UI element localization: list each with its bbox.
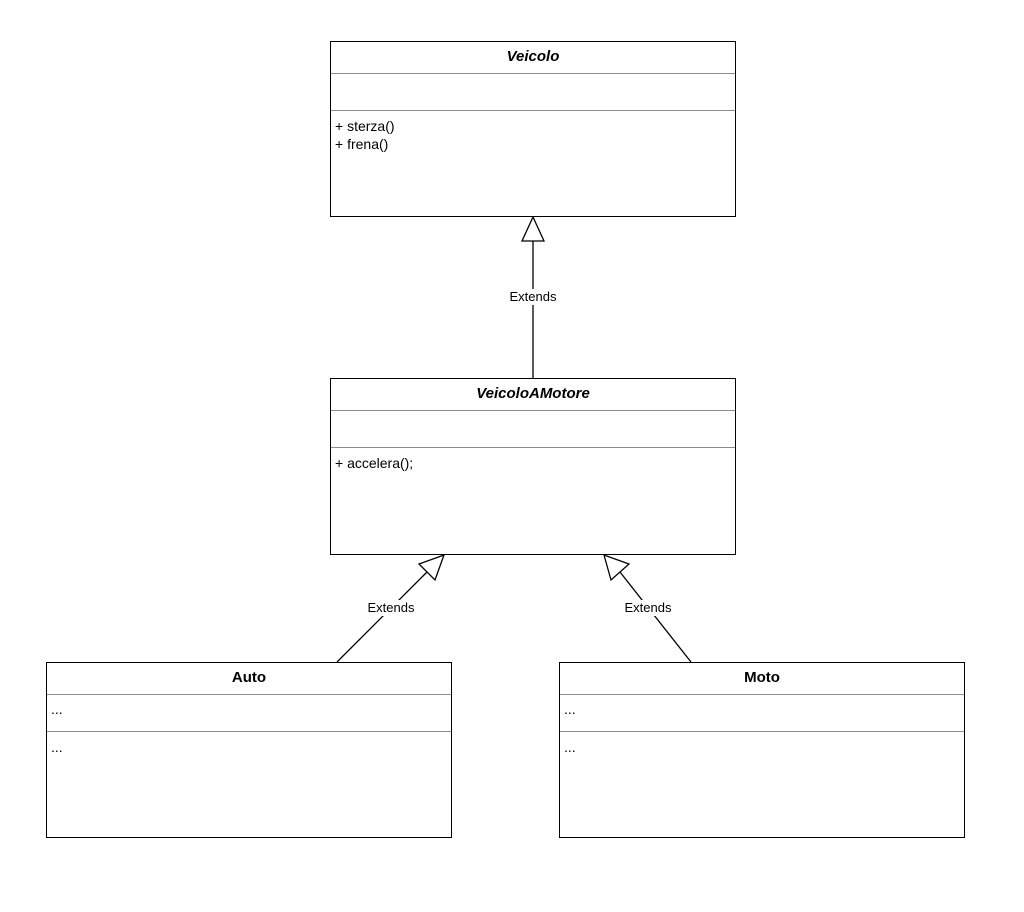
edge-auto-to-veicoloamotore[interactable] — [336, 553, 446, 663]
edge-veicoloamotore-to-veicolo[interactable] — [520, 215, 546, 378]
edge-label-extends: Extends — [622, 600, 674, 616]
class-box-veicoloamotore[interactable]: VeicoloAMotore + accelera(); — [330, 378, 736, 555]
attributes-compartment: ... — [560, 695, 964, 732]
operation-accelera: + accelera(); — [335, 455, 414, 471]
edge-label-extends: Extends — [507, 289, 559, 305]
operations-compartment: + sterza() + frena() — [331, 111, 735, 153]
class-name: Veicolo — [331, 42, 735, 74]
operation-placeholder: ... — [564, 739, 576, 755]
attribute-placeholder: ... — [564, 701, 576, 717]
attribute-placeholder: ... — [51, 701, 63, 717]
class-name: Moto — [560, 663, 964, 695]
class-name: VeicoloAMotore — [331, 379, 735, 411]
attributes-compartment — [331, 411, 735, 448]
operation-sterza: + sterza() — [335, 118, 395, 134]
operation-placeholder: ... — [51, 739, 63, 755]
edge-moto-to-veicoloamotore[interactable] — [603, 553, 692, 663]
edge-label-extends: Extends — [365, 600, 417, 616]
attributes-compartment: ... — [47, 695, 451, 732]
inheritance-arrowhead — [520, 215, 546, 242]
operations-compartment: ... — [47, 732, 451, 756]
operation-frena: + frena() — [335, 136, 389, 152]
operations-compartment: + accelera(); — [331, 448, 735, 472]
class-name: Auto — [47, 663, 451, 695]
attributes-compartment — [331, 74, 735, 111]
class-box-veicolo[interactable]: Veicolo + sterza() + frena() — [330, 41, 736, 217]
inheritance-arrowhead — [603, 553, 631, 582]
class-box-auto[interactable]: Auto ... ... — [46, 662, 452, 838]
operations-compartment: ... — [560, 732, 964, 756]
class-box-moto[interactable]: Moto ... ... — [559, 662, 965, 838]
inheritance-arrowhead — [417, 553, 446, 582]
